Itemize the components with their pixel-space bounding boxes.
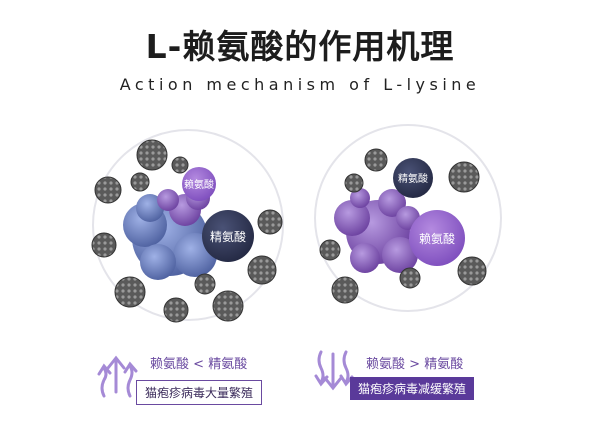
page-title: L-赖氨酸的作用机理 — [145, 27, 455, 66]
virus-icon — [130, 172, 150, 192]
virus-icon — [163, 297, 189, 323]
left-increase-arrows-icon — [97, 355, 138, 398]
page-subtitle: Action mechanism of L-lysine — [119, 75, 481, 94]
left-comparison-lysine: 赖氨酸 — [150, 357, 190, 372]
virus-icon — [136, 139, 168, 171]
virus-icon — [194, 273, 216, 295]
right-decrease-arrows-icon — [314, 350, 354, 391]
virus-icon — [94, 176, 122, 204]
left-comparison-arginine: 精氨酸 — [208, 357, 248, 372]
right-virus-particles — [319, 148, 487, 304]
virus-icon — [448, 161, 480, 193]
right-panel: 精氨酸 赖氨酸 — [314, 124, 502, 391]
left-lysine-molecule — [182, 167, 216, 201]
right-result-box: 猫疱疹病毒减缓繁殖 — [350, 377, 475, 400]
right-comparison-sign: > — [409, 357, 421, 372]
virus-icon — [331, 276, 359, 304]
left-lysine-label: 赖氨酸 — [184, 178, 214, 191]
right-lysine-label: 赖氨酸 — [419, 231, 455, 246]
virus-icon — [91, 232, 117, 258]
left-result-box: 猫疱疹病毒大量繁殖 — [136, 380, 263, 405]
right-arginine-molecule — [393, 158, 433, 198]
virus-icon — [344, 173, 364, 193]
left-arginine-label: 精氨酸 — [210, 229, 246, 244]
virus-icon — [257, 209, 283, 235]
left-panel: 赖氨酸 精氨酸 — [91, 129, 284, 398]
right-boundary-circle — [314, 124, 502, 312]
virus-icon — [247, 255, 277, 285]
virus-icon — [399, 267, 421, 289]
virus-icon — [212, 290, 244, 322]
virus-icon — [319, 239, 341, 261]
left-comparison-sign: < — [193, 357, 205, 372]
virus-icon — [457, 256, 487, 286]
left-arginine-molecule — [202, 210, 254, 262]
virus-icon — [114, 276, 146, 308]
virus-icon — [364, 148, 388, 172]
virus-icon — [171, 156, 189, 174]
right-comparison: 赖氨酸 > 精氨酸 — [366, 353, 463, 372]
right-virus-cluster — [334, 188, 420, 273]
right-arginine-label: 精氨酸 — [398, 172, 428, 185]
right-comparison-arginine: 精氨酸 — [424, 357, 464, 372]
left-comparison: 赖氨酸 < 精氨酸 — [150, 353, 247, 372]
left-boundary-circle — [92, 129, 284, 321]
right-lysine-molecule — [409, 210, 465, 266]
right-comparison-lysine: 赖氨酸 — [366, 357, 406, 372]
left-virus-particles — [91, 139, 283, 323]
